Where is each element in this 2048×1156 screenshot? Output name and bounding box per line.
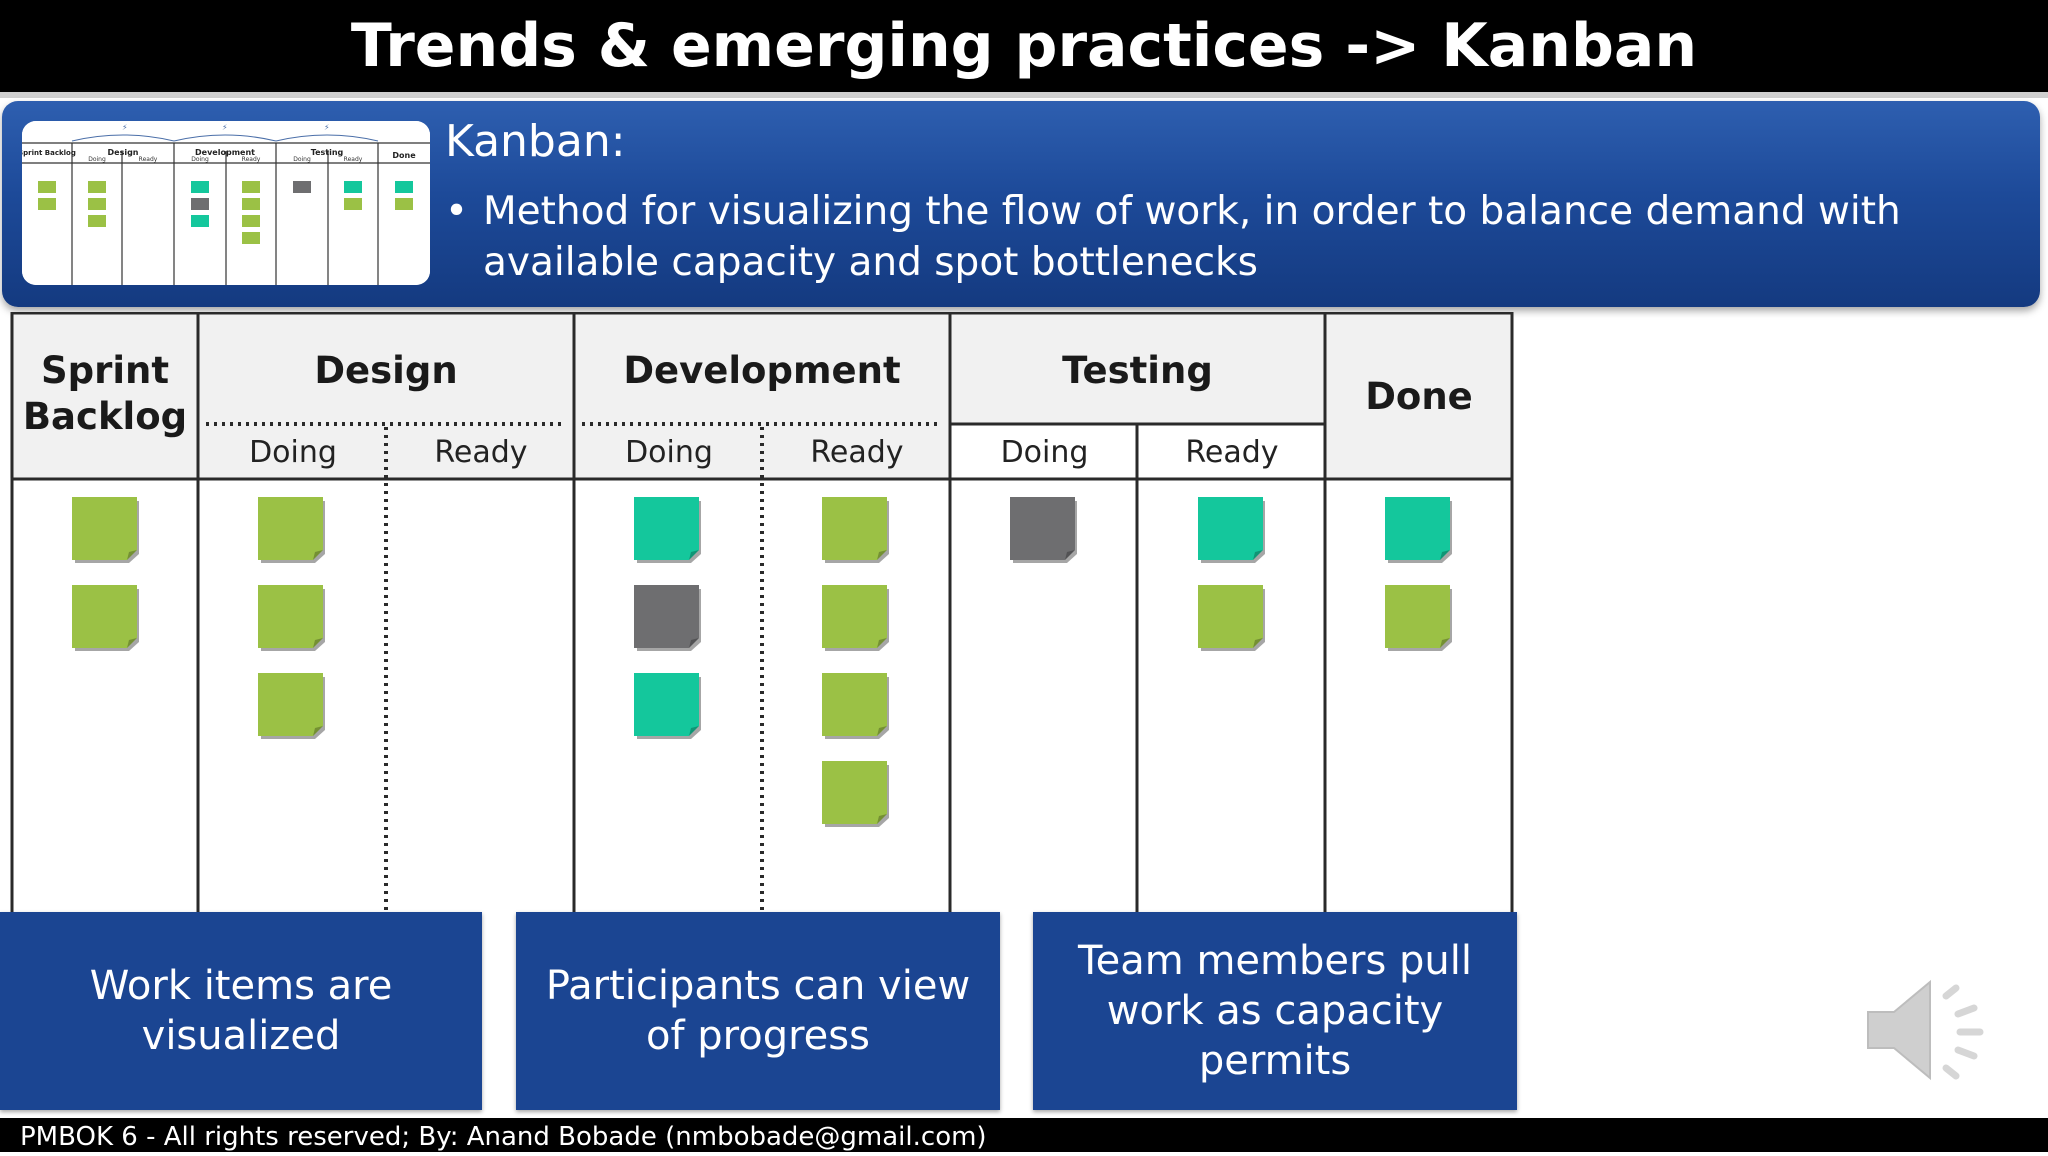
thumb-sticky-note	[38, 198, 56, 210]
thumb-sticky-note	[293, 181, 311, 193]
sticky-note	[633, 672, 701, 739]
sticky-note	[1009, 496, 1077, 563]
thumb-sticky-note	[242, 198, 260, 210]
thumb-sticky-note	[344, 181, 362, 193]
svg-text:Design: Design	[108, 148, 139, 157]
thumb-sticky-note	[242, 181, 260, 193]
sub-test-ready: Ready	[1185, 435, 1279, 470]
col-development: Development	[623, 349, 901, 392]
slide-title: Trends & emerging practices -> Kanban	[0, 0, 2048, 98]
svg-text:Development: Development	[195, 148, 255, 157]
svg-text:⚡: ⚡	[324, 123, 330, 132]
svg-text:Doing: Doing	[191, 156, 209, 163]
sticky-note	[257, 672, 325, 739]
col-testing: Testing	[1062, 349, 1213, 392]
sticky-note	[71, 584, 139, 651]
svg-text:Testing: Testing	[311, 148, 344, 157]
sticky-note	[1197, 496, 1265, 563]
caption-work-items: Work items are visualized	[0, 912, 482, 1110]
thumb-sticky-note	[191, 181, 209, 193]
svg-text:⚡: ⚡	[222, 123, 228, 132]
sub-design-ready: Ready	[434, 435, 528, 470]
sticky-note	[821, 672, 889, 739]
thumb-arrow-icon: ⚡	[122, 123, 128, 132]
thumb-sticky-note	[88, 181, 106, 193]
thumb-sticky-note	[395, 181, 413, 193]
thumb-col-sprint: Sprint Backlog	[22, 149, 76, 157]
sticky-note	[1384, 496, 1452, 563]
sub-dev-ready: Ready	[810, 435, 904, 470]
svg-text:Done: Done	[392, 151, 416, 160]
col-done: Done	[1365, 375, 1473, 418]
thumb-sticky-note	[88, 215, 106, 227]
sub-design-doing: Doing	[249, 435, 337, 470]
col-design: Design	[314, 349, 458, 392]
svg-text:Ready: Ready	[344, 156, 363, 163]
sticky-note	[633, 584, 701, 651]
sticky-note	[1384, 584, 1452, 651]
svg-text:Ready: Ready	[139, 156, 158, 163]
sub-dev-doing: Doing	[625, 435, 713, 470]
sticky-note	[257, 496, 325, 563]
footer-text: PMBOK 6 - All rights reserved; By: Anand…	[20, 1122, 987, 1152]
thumb-sticky-note	[395, 198, 413, 210]
kanban-thumbnail: ⚡ ⚡ ⚡ Sprint Backlog Design Development …	[22, 121, 430, 285]
thumb-sticky-note	[344, 198, 362, 210]
sticky-note	[1197, 584, 1265, 651]
caption-pull-work: Team members pull work as capacity permi…	[1033, 912, 1517, 1110]
thumb-sticky-note	[88, 198, 106, 210]
banner-bullet-text: Method for visualizing the flow of work,…	[483, 189, 1901, 285]
sticky-note	[71, 496, 139, 563]
thumb-sticky-note	[242, 215, 260, 227]
sticky-note	[633, 496, 701, 563]
sub-test-doing: Doing	[1000, 435, 1089, 470]
thumb-sticky-note	[191, 198, 209, 210]
svg-text:Doing: Doing	[293, 156, 311, 163]
footer-bar	[0, 1118, 2048, 1152]
sticky-note	[821, 496, 889, 563]
svg-text:Ready: Ready	[242, 156, 261, 163]
caption-progress: Participants can view of progress	[516, 912, 1000, 1110]
sticky-note	[821, 584, 889, 651]
bullet-dot-icon: •	[445, 189, 469, 234]
sticky-note	[821, 760, 889, 827]
svg-text:Doing: Doing	[88, 156, 106, 163]
thumb-sticky-note	[191, 215, 209, 227]
thumb-sticky-note	[38, 181, 56, 193]
banner-heading: Kanban:	[445, 116, 626, 167]
banner-bullet: • Method for visualizing the flow of wor…	[445, 186, 2020, 288]
speaker-icon[interactable]	[1860, 968, 1996, 1092]
thumb-sticky-note	[242, 232, 260, 244]
sticky-note	[257, 584, 325, 651]
